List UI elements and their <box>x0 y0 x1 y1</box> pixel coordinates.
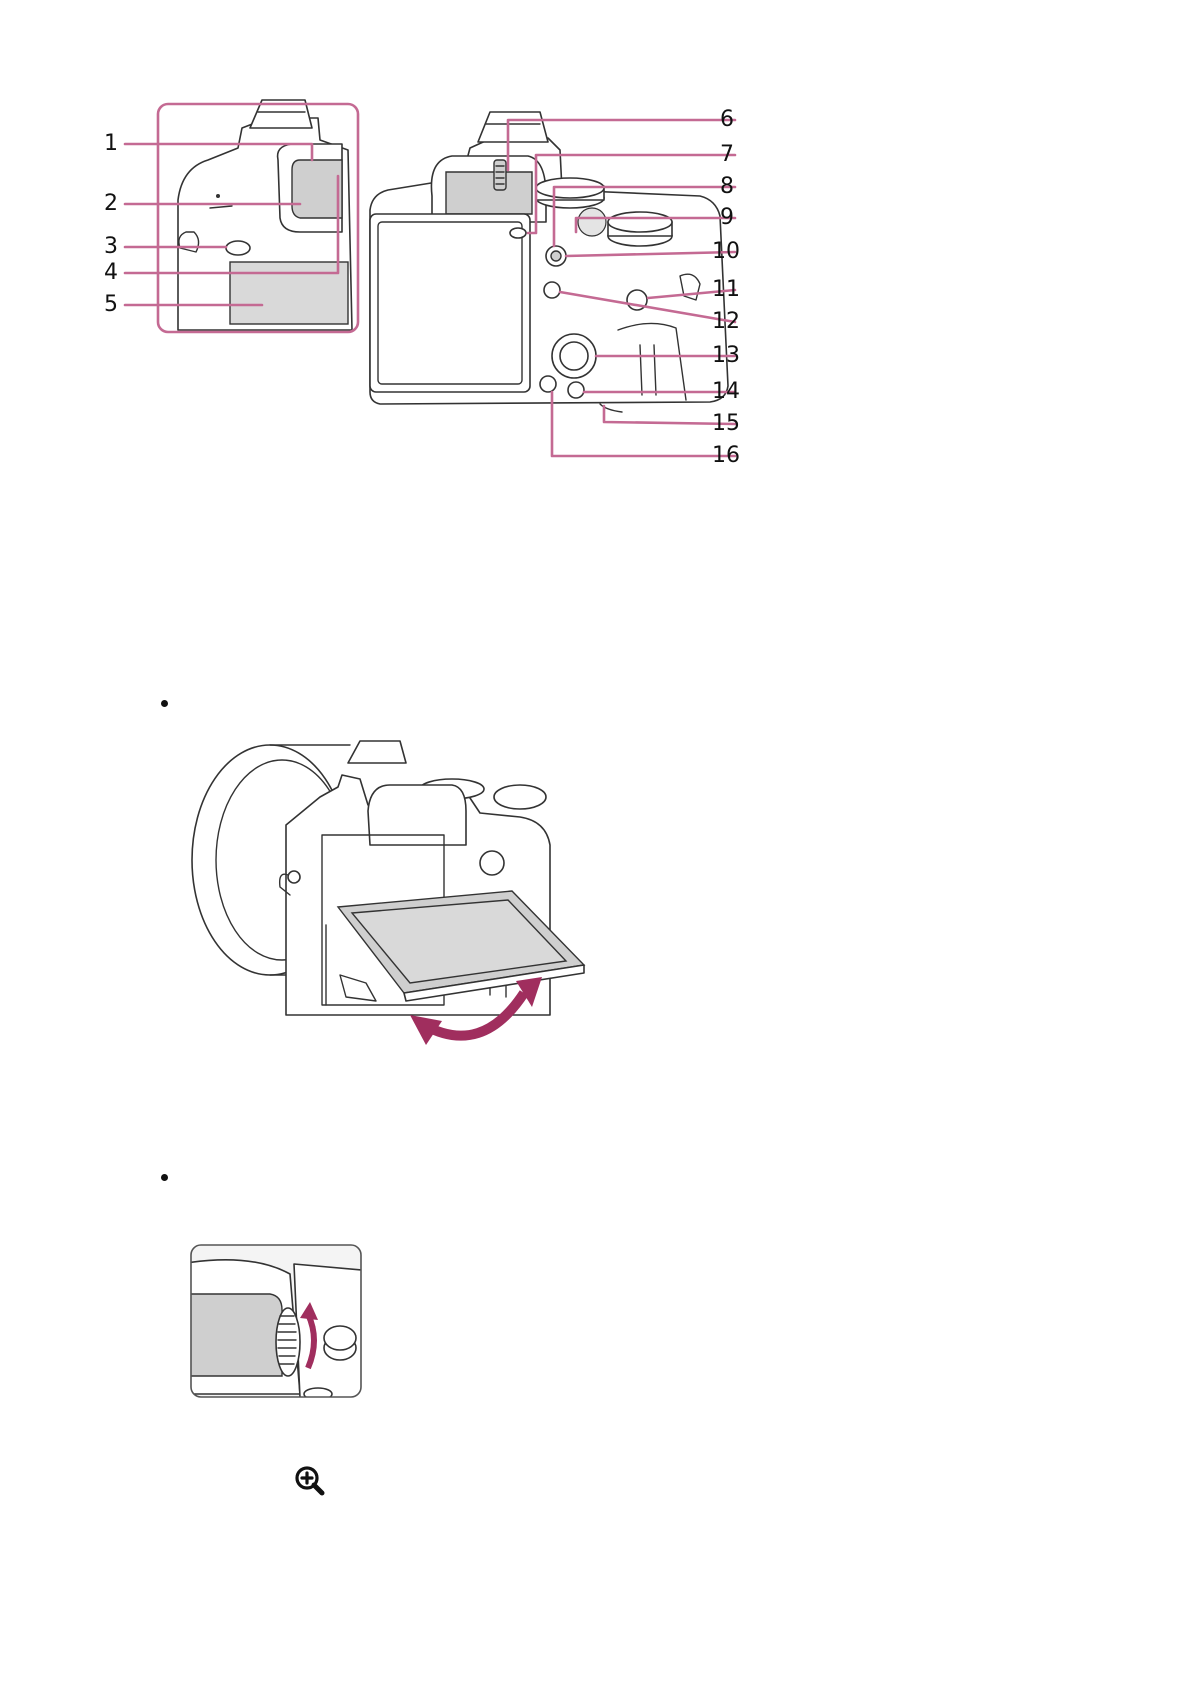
callout-number-1: 1 <box>78 133 118 155</box>
zoom-in-icon[interactable] <box>294 1465 326 1497</box>
diopter-dial-figure <box>190 1244 362 1398</box>
bullet-marker <box>161 1174 168 1181</box>
callout-number-16: 16 <box>712 445 752 467</box>
camera-rear-figure: 1 2 3 4 5 6 7 8 9 10 11 12 13 14 15 16 <box>0 0 1191 480</box>
callout-number-10: 10 <box>712 241 752 263</box>
callout-number-4: 4 <box>78 262 118 284</box>
callout-number-6: 6 <box>720 109 760 131</box>
callout-number-8: 8 <box>720 176 760 198</box>
main-camera-body <box>370 112 728 412</box>
callout-number-7: 7 <box>720 144 760 166</box>
callout-number-3: 3 <box>78 236 118 258</box>
callout-number-15: 15 <box>712 413 752 435</box>
callout-number-5: 5 <box>78 294 118 316</box>
inset-closeup <box>178 100 352 330</box>
callout-number-13: 13 <box>712 345 752 367</box>
callout-number-12: 12 <box>712 311 752 333</box>
callout-number-9: 9 <box>720 207 760 229</box>
tilting-monitor-figure <box>190 725 630 1105</box>
callout-number-2: 2 <box>78 193 118 215</box>
callout-number-14: 14 <box>712 381 752 403</box>
camera-rear-illustration <box>0 0 1191 480</box>
diopter-dial-illustration <box>190 1244 362 1398</box>
tilting-monitor-illustration <box>190 725 630 1105</box>
callout-number-11: 11 <box>712 279 752 301</box>
bullet-marker <box>161 700 168 707</box>
